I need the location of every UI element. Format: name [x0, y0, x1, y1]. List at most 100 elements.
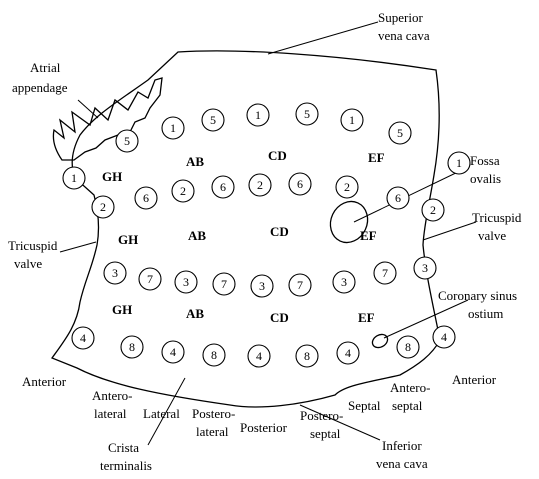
tricuspid-left-leader	[59, 241, 97, 253]
anterior-left-label: Anterior	[22, 374, 67, 389]
zone-label: EF	[360, 228, 377, 243]
point-number: 3	[183, 275, 189, 289]
point-circle: 3	[103, 261, 127, 285]
point-circle: 3	[174, 270, 198, 294]
point-number: 6	[220, 180, 226, 194]
fossa-ovalis-oval	[329, 200, 369, 244]
point-number: 8	[211, 348, 217, 362]
point-number: 4	[170, 345, 176, 359]
point-circle: 4	[247, 344, 271, 368]
point-number: 1	[349, 113, 355, 127]
point-number: 8	[405, 340, 411, 354]
svc-leader	[267, 21, 379, 55]
tricuspid-left-label-2: valve	[14, 256, 42, 271]
anterolateral-label-2: lateral	[94, 406, 127, 421]
zone-label: CD	[268, 148, 287, 163]
point-circle: 3	[250, 274, 274, 298]
tricuspid-left-label-1: Tricuspid	[8, 238, 58, 253]
point-circle: 4	[432, 325, 456, 349]
point-circle: 7	[373, 261, 397, 285]
row-4-points: 8 4 8 4 8 4 8	[120, 335, 420, 368]
point-number: 2	[430, 203, 436, 217]
lateral-label: Lateral	[143, 406, 180, 421]
coronary-label-2: ostium	[468, 306, 503, 321]
zone-label: AB	[186, 154, 204, 169]
crista-label-1: Crista	[108, 440, 139, 455]
point-circle: 4	[161, 340, 185, 364]
septal-label: Septal	[348, 398, 381, 413]
point-number: 7	[382, 266, 388, 280]
point-number: 3	[422, 261, 428, 275]
ivc-label-2: vena cava	[376, 456, 428, 471]
point-number: 1	[71, 171, 77, 185]
point-circle: 5	[115, 129, 139, 153]
point-circle: 3	[332, 270, 356, 294]
point-circle: 8	[396, 335, 420, 359]
ivc-leader	[299, 404, 381, 441]
zone-label: EF	[358, 310, 375, 325]
tricuspid-right-label-2: valve	[478, 228, 506, 243]
point-number: 8	[129, 340, 135, 354]
point-circle: 6	[211, 175, 235, 199]
point-circle: 6	[134, 186, 158, 210]
point-circle: 5	[295, 102, 319, 126]
zone-row-2: GH AB CD EF	[118, 224, 377, 247]
posteroseptal-label-2: septal	[310, 426, 341, 441]
point-circle: 3	[413, 256, 437, 280]
posterolateral-label-1: Postero-	[192, 406, 235, 421]
anteroseptal-label-2: septal	[392, 398, 423, 413]
coronary-label-1: Coronary sinus	[438, 288, 517, 303]
point-circle: 5	[201, 108, 225, 132]
anteroseptal-label-1: Antero-	[390, 380, 430, 395]
point-circle: 2	[335, 175, 359, 199]
row-2-points: 6 2 6 2 6 2 6	[134, 172, 410, 210]
tricuspid-right-leader	[422, 221, 477, 241]
crista-label-2: terminalis	[100, 458, 152, 473]
zone-label: CD	[270, 224, 289, 239]
coronary-leader	[383, 299, 469, 339]
point-number: 5	[397, 126, 403, 140]
posterior-label: Posterior	[240, 420, 288, 435]
zone-label: GH	[112, 302, 132, 317]
point-number: 7	[147, 272, 153, 286]
anterior-right-label: Anterior	[452, 372, 497, 387]
coronary-sinus-ostium-oval	[371, 333, 389, 349]
point-number: 3	[341, 275, 347, 289]
tricuspid-right-label-1: Tricuspid	[472, 210, 522, 225]
point-circle: 7	[138, 267, 162, 291]
point-circle: 7	[288, 273, 312, 297]
top-row-points: 1 5 1 5 1 5	[161, 102, 412, 145]
zone-row-3: GH AB CD EF	[112, 302, 375, 325]
zone-label: CD	[270, 310, 289, 325]
atrial-label-1: Atrial	[30, 60, 61, 75]
point-number: 2	[180, 184, 186, 198]
point-circle: 2	[248, 173, 272, 197]
point-number: 3	[259, 279, 265, 293]
point-number: 1	[170, 121, 176, 135]
anterolateral-label-1: Antero-	[92, 388, 132, 403]
fossa-label-2: ovalis	[470, 171, 501, 186]
zone-label: AB	[188, 228, 206, 243]
point-circle: 2	[421, 198, 445, 222]
point-number: 2	[344, 180, 350, 194]
point-number: 6	[143, 191, 149, 205]
zone-label: GH	[118, 232, 138, 247]
svc-label-2: vena cava	[378, 28, 430, 43]
left-edge-points: 5 1 2 3 4	[62, 129, 139, 350]
zone-label: AB	[186, 306, 204, 321]
posteroseptal-label-1: Postero-	[300, 408, 343, 423]
svc-label-1: Superior	[378, 10, 423, 25]
point-circle: 1	[340, 108, 364, 132]
point-number: 4	[256, 349, 262, 363]
ivc-label-1: Inferior	[382, 438, 422, 453]
point-circle: 8	[295, 344, 319, 368]
point-number: 1	[255, 108, 261, 122]
zone-row-1: GH AB CD EF	[102, 148, 385, 184]
zone-label: GH	[102, 169, 122, 184]
crista-leader	[147, 377, 186, 446]
point-number: 7	[297, 278, 303, 292]
point-circle: 1	[246, 103, 270, 127]
point-number: 2	[257, 178, 263, 192]
